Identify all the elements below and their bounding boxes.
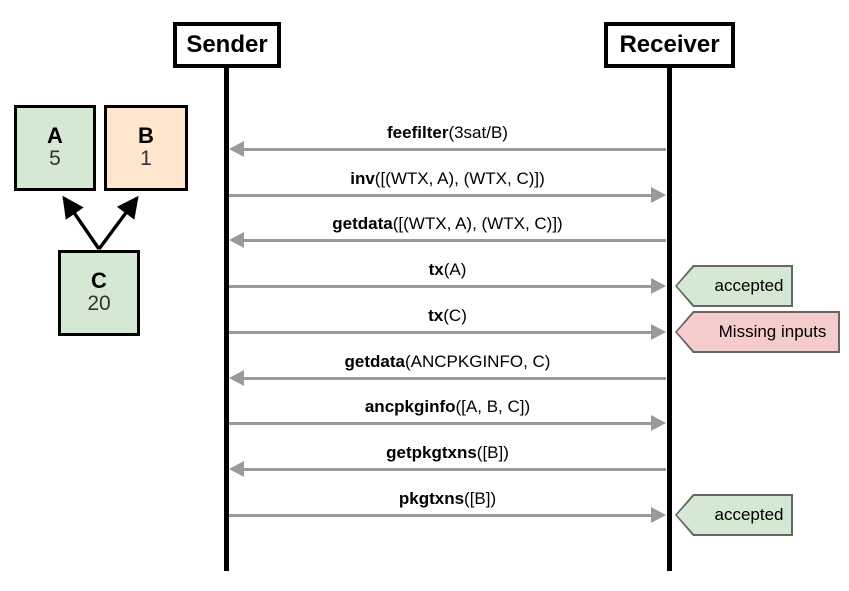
status-badge-fill xyxy=(677,267,791,305)
participant-box-receiver: Receiver xyxy=(604,22,735,68)
status-badge-label: accepted xyxy=(714,276,784,295)
dependency-arrow-c-to-a xyxy=(62,195,101,250)
lifeline-receiver xyxy=(667,66,672,571)
message-args-getdata: ([(WTX, A), (WTX, C)]) xyxy=(392,214,563,233)
message-arrowhead-right xyxy=(651,324,666,340)
status-badge-label: accepted xyxy=(714,505,784,524)
participant-box-sender: Sender xyxy=(173,22,281,68)
status-badge-success: accepted xyxy=(675,494,793,536)
lifeline-sender xyxy=(224,66,229,571)
message-arrowhead-left xyxy=(229,370,244,386)
participant-label-sender: Sender xyxy=(186,31,268,58)
message-line-tx xyxy=(229,285,651,288)
message-command-getdata: getdata xyxy=(332,214,393,233)
message-arrowhead-right xyxy=(651,278,666,294)
participant-label-receiver: Receiver xyxy=(619,31,720,58)
message-line-feefilter xyxy=(244,148,666,151)
message-command-ancpkginfo: ancpkginfo xyxy=(364,397,456,416)
status-badge-fill xyxy=(677,313,838,351)
message-command-inv: inv xyxy=(350,169,375,188)
message-args-pkgtxns: ([B]) xyxy=(464,489,497,508)
message-args-getdata: (ANCPKGINFO, C) xyxy=(405,352,551,371)
message-command-pkgtxns: pkgtxns xyxy=(398,489,465,508)
transaction-value-c: 20 xyxy=(87,292,111,316)
message-command-getdata: getdata xyxy=(344,352,406,371)
message-label-tx: tx(A) xyxy=(429,260,467,280)
transaction-value-b: 1 xyxy=(140,147,152,171)
message-label-ancpkginfo: ancpkginfo([A, B, C]) xyxy=(365,397,530,417)
message-line-tx xyxy=(229,331,651,334)
message-line-ancpkginfo xyxy=(229,422,651,425)
message-label-pkgtxns: pkgtxns([B]) xyxy=(399,489,496,509)
message-command-tx: tx xyxy=(428,306,444,325)
message-args-tx: (A) xyxy=(443,260,467,279)
transaction-name-a: A xyxy=(47,123,63,149)
status-badge-success: accepted xyxy=(675,265,793,307)
message-arrowhead-right xyxy=(651,507,666,523)
message-args-inv: ([(WTX, A), (WTX, C)]) xyxy=(374,169,545,188)
message-arrowhead-left xyxy=(229,461,244,477)
message-line-pkgtxns xyxy=(229,514,651,517)
message-arrowhead-left xyxy=(229,141,244,157)
transaction-name-b: B xyxy=(138,123,154,149)
message-line-inv xyxy=(229,194,651,197)
transaction-box-a: A 5 xyxy=(14,105,96,191)
message-args-ancpkginfo: ([A, B, C]) xyxy=(455,397,531,416)
message-line-getpkgtxns xyxy=(244,468,666,471)
message-arrowhead-right xyxy=(651,187,666,203)
message-label-feefilter: feefilter(3sat/B) xyxy=(387,123,508,143)
message-label-getdata: getdata([(WTX, A), (WTX, C)]) xyxy=(332,214,562,234)
message-arrowhead-left xyxy=(229,232,244,248)
message-command-getpkgtxns: getpkgtxns xyxy=(386,443,477,462)
message-args-tx: (C) xyxy=(443,306,467,325)
transaction-box-b: B 1 xyxy=(104,105,188,191)
transaction-name-c: C xyxy=(91,268,107,294)
transaction-value-a: 5 xyxy=(49,147,61,171)
message-line-getdata xyxy=(244,377,666,380)
status-badge-error: Missing inputs xyxy=(675,311,840,353)
message-label-inv: inv([(WTX, A), (WTX, C)]) xyxy=(350,169,545,189)
message-label-getpkgtxns: getpkgtxns([B]) xyxy=(386,443,509,463)
transaction-box-c: C 20 xyxy=(58,250,140,336)
message-command-feefilter: feefilter xyxy=(387,123,449,142)
message-args-getpkgtxns: ([B]) xyxy=(476,443,509,462)
message-arrowhead-right xyxy=(651,415,666,431)
dependency-arrow-c-to-b xyxy=(97,195,139,251)
message-label-tx: tx(C) xyxy=(428,306,467,326)
status-badge-label: Missing inputs xyxy=(718,322,827,341)
message-label-getdata: getdata(ANCPKGINFO, C) xyxy=(345,352,551,372)
status-badge-fill xyxy=(677,496,791,534)
message-args-feefilter: (3sat/B) xyxy=(448,123,508,142)
message-command-tx: tx xyxy=(428,260,444,279)
message-line-getdata xyxy=(244,239,666,242)
